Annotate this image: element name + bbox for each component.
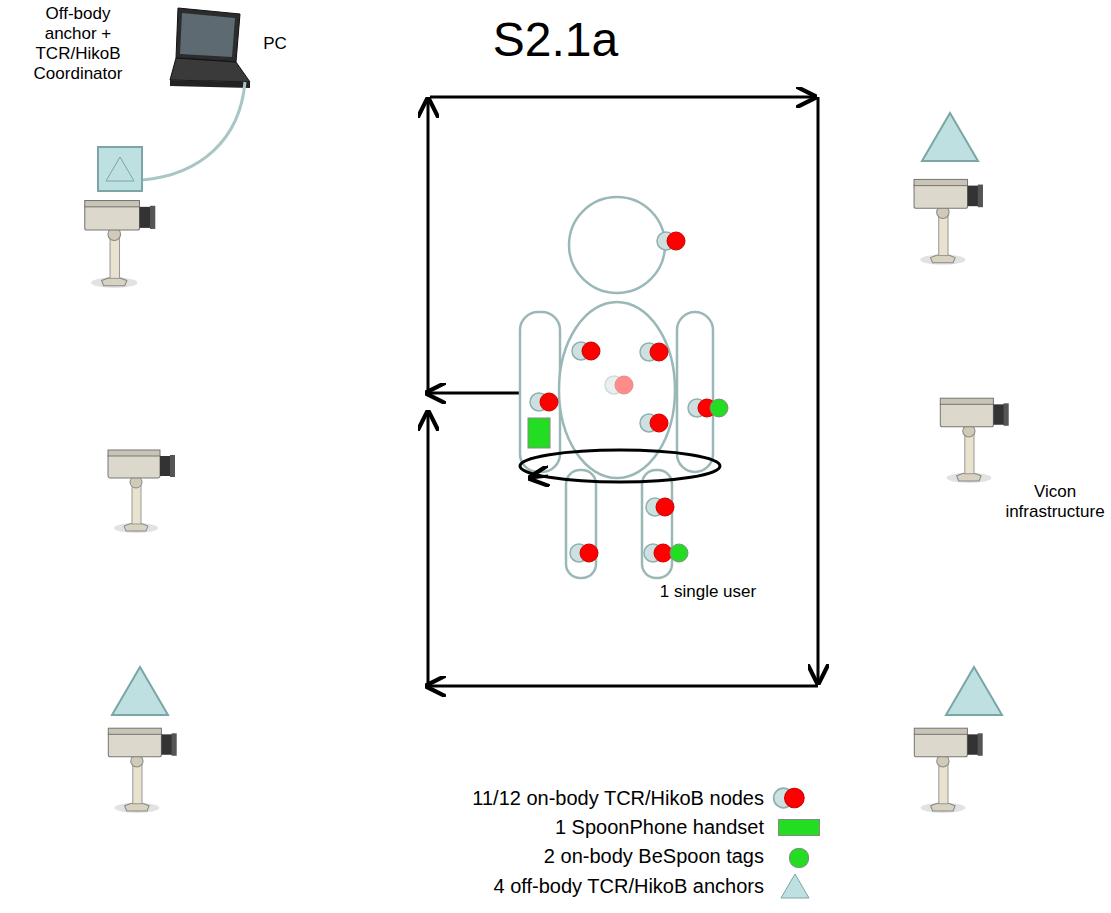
anchor-symbol: [112, 667, 168, 715]
legend-item: 4 off-body TCR/HikoB anchors: [494, 874, 765, 898]
label: PC: [255, 34, 295, 54]
on-body-node: [530, 232, 716, 562]
legend-text: 11/12 on-body TCR/HikoB nodes: [472, 787, 764, 809]
camera: [108, 450, 175, 533]
legend-item: 11/12 on-body TCR/HikoB nodes: [472, 786, 764, 810]
bespoon-tag: [670, 544, 688, 562]
legend-text: 2 on-body BeSpoon tags: [544, 845, 764, 867]
bespoon-tag: [710, 399, 728, 417]
camera: [108, 728, 176, 813]
rotation-ring: [520, 450, 720, 482]
label: Off-body anchor + TCR/HikoB Coordinator: [23, 4, 133, 84]
legend-item: 2 on-body BeSpoon tags: [544, 844, 764, 868]
anchor-symbol: [106, 157, 134, 181]
legend-swatch: [778, 819, 820, 836]
camera: [914, 179, 983, 264]
title: S2.1a: [0, 12, 1111, 68]
spoonphone: [528, 418, 550, 448]
walking-path: [427, 97, 818, 686]
label: 1 single user: [638, 582, 778, 602]
legend-item: 1 SpoonPhone handset: [555, 815, 764, 839]
anchor-symbol: [922, 113, 978, 161]
camera: [85, 201, 156, 288]
legend-text: 1 SpoonPhone handset: [555, 816, 764, 838]
laptop-icon: [170, 8, 250, 88]
anchor-symbol: [946, 667, 1002, 715]
legend-anchor-symbol: [781, 874, 809, 898]
camera: [940, 398, 1008, 483]
label: Vicon infrastructure: [1005, 482, 1105, 522]
legend-text: 4 off-body TCR/HikoB anchors: [494, 875, 765, 897]
rotation-arrow: [530, 476, 548, 478]
cable: [142, 82, 245, 180]
camera: [914, 728, 982, 813]
human-figure: [520, 197, 713, 578]
legend-swatch: [789, 848, 809, 868]
legend-node-symbol: [774, 788, 805, 808]
anchor-box: [98, 147, 142, 191]
